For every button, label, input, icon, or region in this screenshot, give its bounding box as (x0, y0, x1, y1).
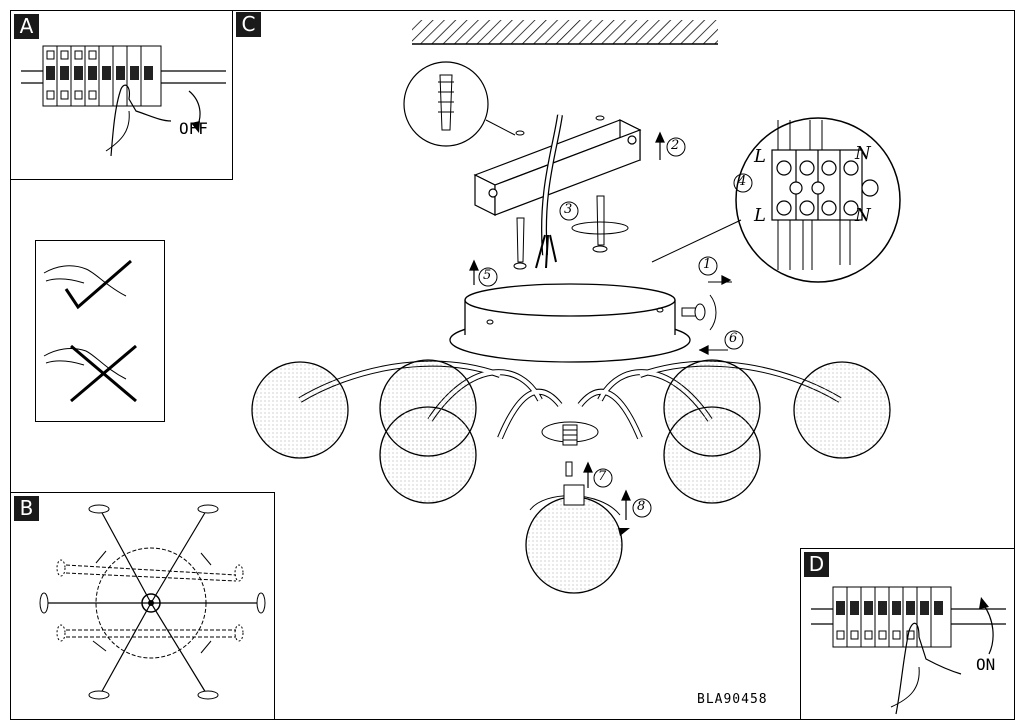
panel-d: D ON (800, 548, 1015, 720)
glove-instruction-box (35, 240, 165, 422)
step-6-label: 6 (729, 331, 738, 346)
step-2-label: 2 (671, 138, 680, 153)
terminal-n-top: N (855, 143, 871, 164)
step-5-label: 5 (483, 268, 492, 283)
step-7-label: 7 (598, 469, 607, 484)
panel-b: B (10, 492, 275, 720)
terminal-l-top: L (754, 146, 766, 167)
terminal-l-bottom: L (754, 205, 766, 226)
breaker-switch-off-illustration (21, 45, 226, 157)
panel-b-tag: B (14, 496, 39, 521)
on-label: ON (976, 655, 996, 674)
hand-icon-illustration (43, 259, 137, 403)
off-label: OFF (179, 119, 208, 138)
panel-a-tag: A (14, 14, 39, 39)
step-8-label: 8 (637, 499, 646, 514)
step-3-label: 3 (564, 202, 573, 217)
step-1-label: 1 (703, 257, 712, 272)
check-mark-icon (64, 259, 132, 310)
product-code: BLA90458 (697, 692, 768, 707)
terminal-n-bottom: N (855, 205, 871, 226)
panel-c-tag: C (236, 12, 261, 37)
panel-d-tag: D (804, 552, 829, 577)
arm-assembly-illustration (39, 504, 266, 700)
step-4-label: 4 (738, 174, 747, 189)
breaker-switch-on-illustration (811, 586, 1006, 715)
panel-a: A OFF (10, 10, 233, 180)
